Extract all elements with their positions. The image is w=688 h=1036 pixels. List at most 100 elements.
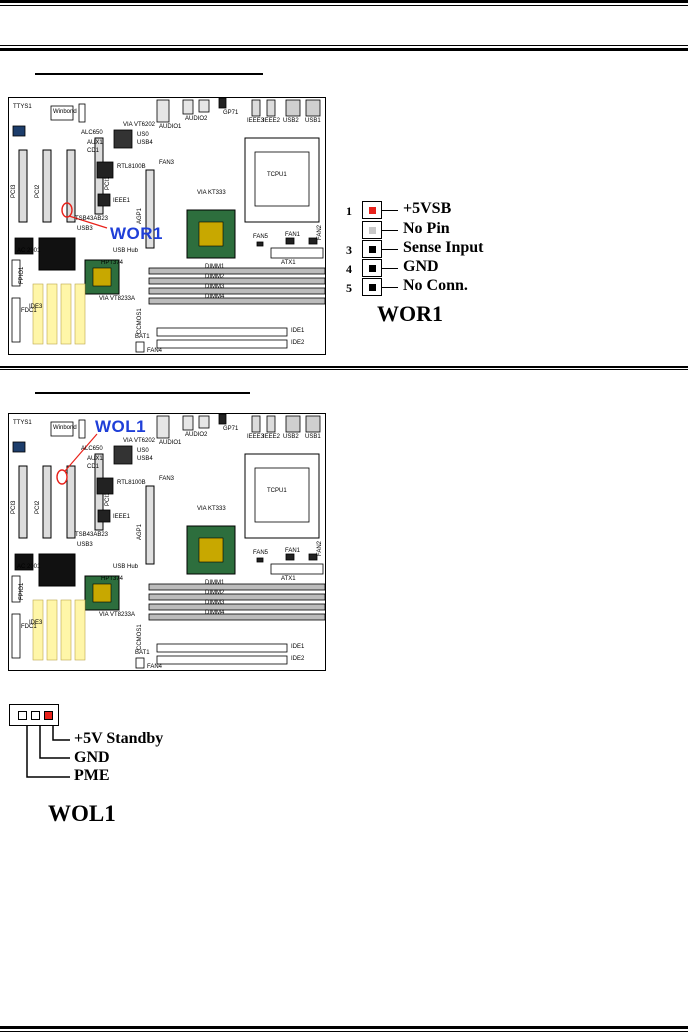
board-label-winbond: Winbond xyxy=(53,109,77,115)
usb-port-1 xyxy=(305,415,321,433)
agp-slot xyxy=(145,485,155,565)
pin-square xyxy=(369,207,376,214)
ide3-block xyxy=(74,599,86,661)
ac2001-chip xyxy=(14,237,34,255)
board-label-ide1: IDE1 xyxy=(291,644,305,650)
cpu-socket-inner xyxy=(254,151,310,207)
board-label-ieee3: IEEE3 xyxy=(247,118,265,124)
board-label-fan4: FAN4 xyxy=(147,664,163,670)
north-bridge-die xyxy=(198,537,224,563)
dimm-slot xyxy=(148,297,326,305)
ieee-chip xyxy=(97,193,111,207)
fan5-header xyxy=(256,557,264,563)
board-label-dimm4: DIMM4 xyxy=(205,610,225,616)
wol1-pin-5v xyxy=(44,711,53,720)
ide1-connector xyxy=(156,327,288,337)
wor1-marker-label: WOR1 xyxy=(110,224,163,243)
board-label-vt8233: VIA VT8233A xyxy=(99,612,136,618)
fdc-connector xyxy=(11,297,21,343)
board-label-pci1: PCI1 xyxy=(105,492,111,506)
board-label-usb4: USB4 xyxy=(137,140,153,146)
board-label-cd1: CD1 xyxy=(87,464,100,470)
pci-slot-wor xyxy=(66,465,76,539)
board-label-tty: TTYS1 xyxy=(13,420,32,426)
board-label-gp: GP71 xyxy=(223,110,239,116)
board-label-ide2: IDE2 xyxy=(291,656,305,662)
pin-square xyxy=(369,246,376,253)
dimm-slot xyxy=(148,603,326,611)
fdc-connector xyxy=(11,613,21,659)
pin-box xyxy=(362,201,382,219)
board-label-aux1: AUX1 xyxy=(87,140,103,146)
pin-box xyxy=(362,221,382,239)
audio-jack-1 xyxy=(156,415,170,439)
bottom-rule-thin xyxy=(0,1031,688,1032)
ide3-block xyxy=(74,283,86,345)
dimm-slot xyxy=(148,287,326,295)
board-label-kt: VIA KT333 xyxy=(197,190,226,196)
section-divider-thin xyxy=(0,369,688,370)
board-label-audio1: AUDIO1 xyxy=(159,440,182,446)
board-label-ieee3: IEEE3 xyxy=(247,434,265,440)
board-label-winbond: Winbond xyxy=(53,425,77,431)
board-label-pci3: PCI3 xyxy=(11,500,17,514)
section-heading-underline-2 xyxy=(35,392,250,394)
board-label-hpt: HPT374 xyxy=(101,576,124,582)
board-label-tcpu: TCPU1 xyxy=(267,172,287,178)
board-label-vt8233: VIA VT8233A xyxy=(99,296,136,302)
io-chip xyxy=(12,125,26,137)
board-label-fdc1: FDC1 xyxy=(21,308,37,314)
board-drawing xyxy=(11,98,326,353)
pin-box xyxy=(362,240,382,258)
pin-box xyxy=(362,259,382,277)
board-label-usbhub: USB Hub xyxy=(113,564,139,570)
dimm-slot xyxy=(148,593,326,601)
south-bridge-die xyxy=(92,267,112,287)
section-heading-underline xyxy=(35,73,263,75)
board-label-usbhub: USB Hub xyxy=(113,248,139,254)
board-label-atx1: ATX1 xyxy=(281,260,296,266)
battery xyxy=(135,341,145,353)
audio-jack-1 xyxy=(156,99,170,123)
board-label-dimm4: DIMM4 xyxy=(205,294,225,300)
board-label-usb2: USB2 xyxy=(283,434,299,440)
cpu-socket-inner xyxy=(254,467,310,523)
fan1-header xyxy=(285,237,295,245)
ide3-block xyxy=(32,599,44,661)
board-label-pci2: PCI2 xyxy=(35,184,41,198)
board-label-usb1: USB1 xyxy=(305,118,321,124)
pin-label: +5VSB xyxy=(403,200,452,217)
io-chip xyxy=(12,441,26,453)
audio-jack-2 xyxy=(182,415,194,431)
board-label-bat1: BAT1 xyxy=(135,650,150,656)
wol1-pin-label-pme: PME xyxy=(74,767,110,784)
board-label-fan3: FAN3 xyxy=(159,160,175,166)
wor1-connector-name: WOR1 xyxy=(377,301,443,326)
board-label-fan1: FAN1 xyxy=(285,548,301,554)
section-divider xyxy=(0,366,688,368)
fpio-header xyxy=(11,259,21,287)
ide1-connector xyxy=(156,643,288,653)
board-label-usb4: USB4 xyxy=(137,456,153,462)
pin-lead-line xyxy=(382,268,398,270)
board-label-rtl: RTL8100B xyxy=(117,164,146,170)
board-label-us0: US0 xyxy=(137,132,149,138)
board-label-alc: ALC650 xyxy=(81,130,103,136)
ieee-port-3 xyxy=(251,99,261,117)
pin-number: 3 xyxy=(346,243,352,257)
board-label-dimm3: DIMM3 xyxy=(205,284,225,290)
ide3-block xyxy=(32,283,44,345)
usb-port-2 xyxy=(285,99,301,117)
pci-slot-2 xyxy=(42,465,52,539)
board-drawing xyxy=(11,414,326,669)
winbond-chip xyxy=(50,421,74,437)
header-fp xyxy=(78,103,86,123)
board-label-fpio1: FPIO1 xyxy=(19,582,25,600)
header-fp xyxy=(78,419,86,439)
hpt-chip xyxy=(38,553,76,587)
rtl-chip xyxy=(96,477,114,495)
board-label-cd1: CD1 xyxy=(87,148,100,154)
board-label-ieee1: IEEE1 xyxy=(113,198,131,204)
